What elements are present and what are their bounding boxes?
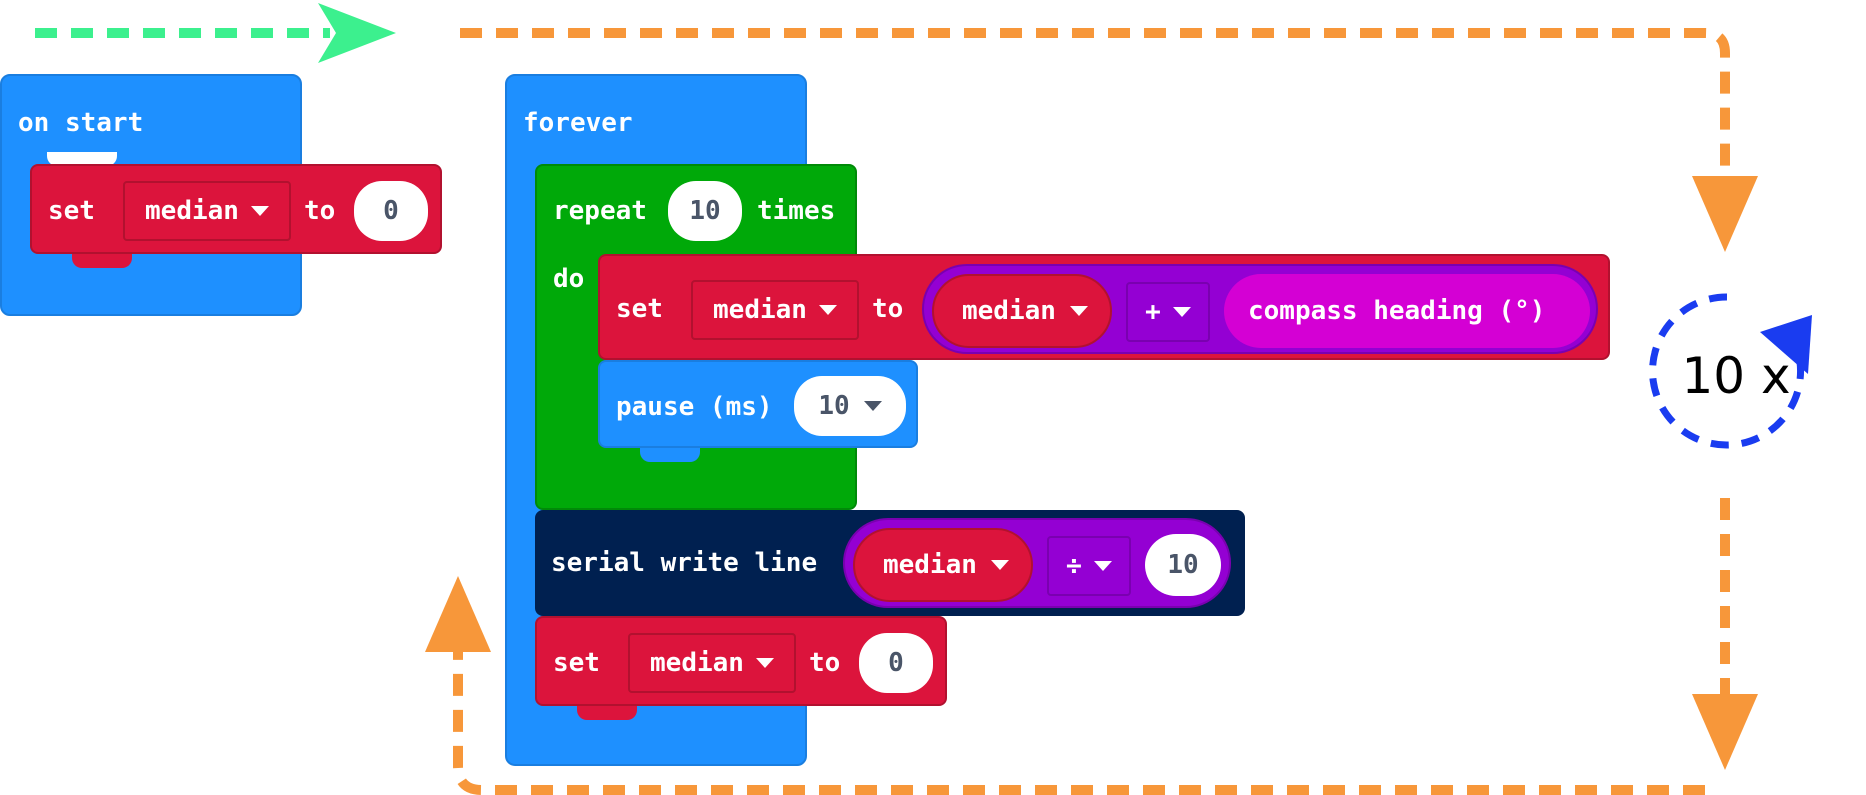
loop-flow-arrowhead-1 — [1692, 176, 1758, 252]
loop-flow-arrowhead-2 — [1692, 694, 1758, 770]
addition-expression[interactable]: median + compass heading (°) — [922, 264, 1598, 354]
compass-heading-label: compass heading (°) — [1248, 296, 1546, 326]
block-connector-notch — [640, 448, 700, 462]
chevron-down-icon — [1172, 307, 1191, 317]
start-flow-arrowhead — [318, 3, 396, 63]
block-connector-notch — [577, 706, 637, 720]
on-start-label: on start — [18, 108, 144, 138]
operator-dropdown[interactable]: ÷ — [1047, 536, 1131, 596]
chevron-down-icon — [818, 305, 837, 315]
compass-heading-reporter[interactable]: compass heading (°) — [1224, 274, 1590, 348]
to-keyword: to — [872, 294, 904, 324]
variable-dropdown[interactable]: median — [691, 280, 859, 340]
chevron-down-icon — [755, 658, 774, 668]
pause-label: pause (ms) — [616, 392, 773, 422]
repeat-keyword: repeat — [553, 196, 647, 226]
pause-duration-dropdown[interactable]: 10 — [794, 376, 906, 436]
variable-dropdown[interactable]: median — [628, 633, 796, 693]
on-start-set-block[interactable]: set median to 0 — [30, 164, 442, 268]
chevron-down-icon — [990, 560, 1009, 570]
block-connector-notch — [72, 254, 132, 268]
variable-name: median — [962, 296, 1056, 326]
reset-set-block[interactable]: set median to 0 — [535, 616, 947, 720]
do-keyword: do — [553, 264, 585, 294]
variable-name: median — [883, 550, 977, 580]
variable-name: median — [650, 648, 744, 678]
pause-duration-value: 10 — [818, 391, 850, 421]
set-keyword: set — [48, 196, 95, 226]
on-start-bottom-notch — [47, 152, 117, 166]
serial-write-line-label: serial write line — [551, 548, 818, 578]
variable-reporter[interactable]: median — [932, 274, 1112, 348]
value-input[interactable]: 0 — [354, 181, 428, 241]
division-expression[interactable]: median ÷ 10 — [843, 518, 1231, 608]
loop-flow-path-bottom — [453, 650, 1705, 795]
loop-flow-path-top — [460, 28, 1730, 190]
pause-block[interactable]: pause (ms) 10 — [598, 360, 918, 462]
repeat-circle-arrowhead — [1760, 315, 1812, 374]
serial-write-line-block[interactable]: serial write line median ÷ 10 — [535, 510, 1245, 628]
operator-dropdown[interactable]: + — [1126, 282, 1210, 342]
variable-reporter[interactable]: median — [853, 528, 1033, 602]
chevron-down-icon — [1069, 306, 1088, 316]
loop-count-label: 10 x — [1681, 347, 1791, 405]
variable-dropdown[interactable]: median — [123, 181, 291, 241]
operator-symbol: ÷ — [1066, 551, 1082, 581]
forever-label: forever — [523, 108, 633, 138]
to-keyword: to — [809, 648, 841, 678]
set-keyword: set — [616, 294, 663, 324]
divisor-input[interactable]: 10 — [1145, 534, 1221, 596]
chevron-down-icon — [1093, 561, 1112, 571]
repeat-count-input[interactable]: 10 — [668, 181, 742, 241]
times-keyword: times — [757, 196, 836, 226]
to-keyword: to — [304, 196, 336, 226]
operator-symbol: + — [1145, 297, 1161, 327]
set-keyword: set — [553, 648, 600, 678]
chevron-down-icon — [250, 206, 269, 216]
variable-name: median — [713, 295, 807, 325]
chevron-down-icon — [863, 401, 882, 411]
variable-name: median — [145, 196, 239, 226]
value-input[interactable]: 0 — [859, 633, 933, 693]
repeat-set-block[interactable]: set median to median + compass heading (… — [598, 254, 1610, 374]
loop-flow-arrowhead-3 — [425, 576, 491, 652]
